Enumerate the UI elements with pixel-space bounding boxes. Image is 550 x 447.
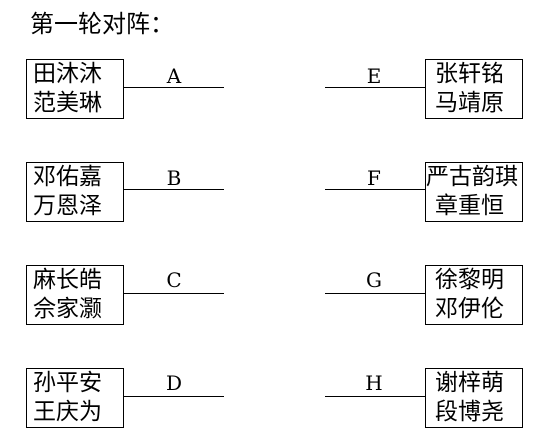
team-box-c: 麻长皓 佘家灏 bbox=[26, 265, 124, 325]
player-name: 徐黎明 bbox=[435, 267, 504, 293]
bracket-line-b bbox=[124, 189, 224, 190]
player-name: 万恩泽 bbox=[33, 193, 102, 219]
player-name: 麻长皓 bbox=[33, 267, 102, 293]
slot-label-c: C bbox=[166, 268, 182, 292]
team-box-a: 田沐沐 范美琳 bbox=[26, 59, 124, 119]
slot-label-f: F bbox=[367, 166, 381, 190]
slot-label-b: B bbox=[166, 166, 182, 190]
team-box-f: 严古韵琪 章重恒 bbox=[425, 162, 523, 222]
slot-label-e: E bbox=[366, 64, 382, 88]
team-box-h: 谢梓萌 段博尧 bbox=[425, 368, 523, 428]
slot-label-a: A bbox=[166, 64, 182, 88]
slot-label-d: D bbox=[165, 371, 183, 395]
team-box-e: 张轩铭 马靖原 bbox=[425, 59, 523, 119]
bracket-line-f bbox=[325, 189, 425, 190]
bracket-line-d bbox=[124, 396, 224, 397]
player-name: 范美琳 bbox=[33, 90, 102, 116]
slot-label-g: G bbox=[366, 268, 382, 292]
team-box-g: 徐黎明 邓伊伦 bbox=[425, 265, 523, 325]
slot-label-h: H bbox=[365, 371, 383, 395]
player-name: 张轩铭 bbox=[435, 61, 504, 87]
bracket-line-c bbox=[124, 293, 224, 294]
team-box-d: 孙平安 王庆为 bbox=[26, 368, 124, 428]
player-name: 佘家灏 bbox=[33, 296, 102, 322]
player-name: 段博尧 bbox=[435, 399, 504, 425]
player-name: 田沐沐 bbox=[33, 61, 102, 87]
player-name: 邓佑嘉 bbox=[33, 164, 102, 190]
player-name: 谢梓萌 bbox=[435, 370, 504, 396]
player-name: 章重恒 bbox=[435, 193, 504, 219]
player-name: 王庆为 bbox=[33, 399, 102, 425]
player-name: 邓伊伦 bbox=[435, 296, 504, 322]
player-name: 孙平安 bbox=[33, 370, 102, 396]
bracket-line-h bbox=[325, 396, 425, 397]
player-name: 严古韵琪 bbox=[426, 164, 518, 190]
bracket-line-e bbox=[325, 87, 425, 88]
bracket-line-a bbox=[124, 87, 224, 88]
page-title: 第一轮对阵： bbox=[30, 10, 174, 38]
team-box-b: 邓佑嘉 万恩泽 bbox=[26, 162, 124, 222]
player-name: 马靖原 bbox=[435, 90, 504, 116]
bracket-line-g bbox=[325, 293, 425, 294]
